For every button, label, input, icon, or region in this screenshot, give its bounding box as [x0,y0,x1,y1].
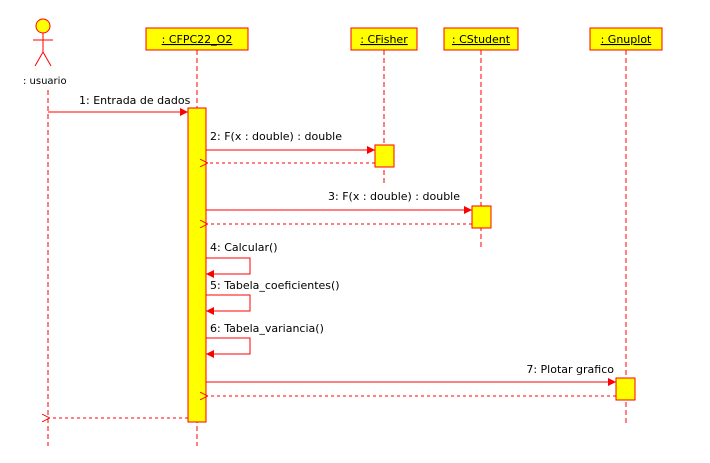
object-label: : CFisher [360,33,408,46]
actor-head [35,18,51,34]
message-6[interactable]: 6: Tabela_variancia() [206,322,324,358]
object-cfisher[interactable]: : CFisher [350,27,418,51]
object-label: : CFPC22_O2 [162,33,233,46]
message-label: 1: Entrada de dados [79,94,191,107]
actor-left-leg [34,51,44,67]
message-4[interactable]: 4: Calcular() [206,241,278,278]
message-label: 5: Tabela_coeficientes() [210,279,340,292]
object-cstudent[interactable]: : CStudent [443,27,519,51]
message-3[interactable]: 3: F(x : double) : double [206,190,472,214]
actor-usuario[interactable]: : usuario [23,18,67,87]
message-label: 6: Tabela_variancia() [210,322,324,335]
message-7[interactable]: 7: Plotar grafico [206,363,616,386]
activation-cfisher [374,144,395,168]
activation-gnuplot [615,377,636,401]
message-5[interactable]: 5: Tabela_coeficientes() [206,279,340,315]
message-label: 4: Calcular() [210,241,278,254]
object-label: : CStudent [452,33,511,46]
object-label: : Gnuplot [601,33,652,46]
message-2[interactable]: 2: F(x : double) : double [206,130,375,154]
object-cfpc22-o2[interactable]: : CFPC22_O2 [145,27,249,51]
activation-cstudent [471,205,492,229]
activation-cfpc22-o2 [187,107,207,423]
actor-right-leg [42,51,52,67]
message-label: 7: Plotar grafico [526,363,614,376]
message-label: 2: F(x : double) : double [210,130,342,143]
actor-label: : usuario [23,76,67,87]
message-1[interactable]: 1: Entrada de dados [48,94,191,116]
message-label: 3: F(x : double) : double [328,190,460,203]
object-gnuplot[interactable]: : Gnuplot [589,27,663,51]
